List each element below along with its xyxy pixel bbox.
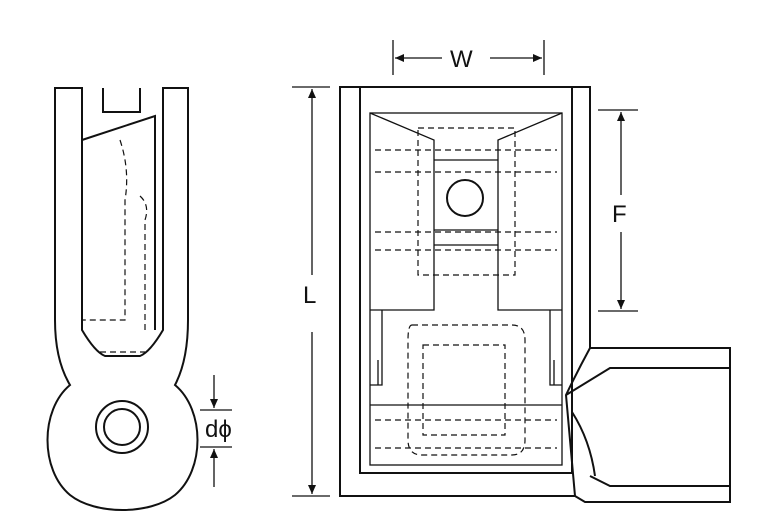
front-view-outline (339, 86, 731, 503)
length-dimension: L (292, 86, 330, 497)
side-view (46, 87, 199, 511)
side-view-outline (46, 87, 199, 511)
stud-hole-inner (103, 408, 141, 446)
contact-center-hole (446, 179, 484, 217)
flange-label: F (612, 201, 627, 228)
left-spring-arm (369, 112, 435, 386)
side-view-top-notch (102, 88, 141, 113)
side-view-hidden-barrel (82, 139, 148, 353)
front-view (339, 86, 731, 503)
side-view-barrel-edge (81, 114, 156, 330)
right-spring-arm (497, 112, 563, 386)
diameter-dimension: dϕ (200, 375, 232, 487)
contact-plate (369, 112, 563, 466)
diameter-label: dϕ (205, 416, 232, 443)
length-label: L (303, 282, 316, 309)
stud-hole-outer (95, 400, 149, 454)
contact-crossbars (370, 159, 562, 406)
front-view-hidden-lines (375, 127, 557, 456)
front-view-inner-frame (359, 86, 573, 474)
wire-barrel (564, 347, 730, 497)
width-label: W (450, 46, 473, 73)
flange-dimension: F (598, 109, 638, 312)
side-view-inner-walls (81, 88, 164, 330)
width-dimension: W (392, 40, 545, 75)
